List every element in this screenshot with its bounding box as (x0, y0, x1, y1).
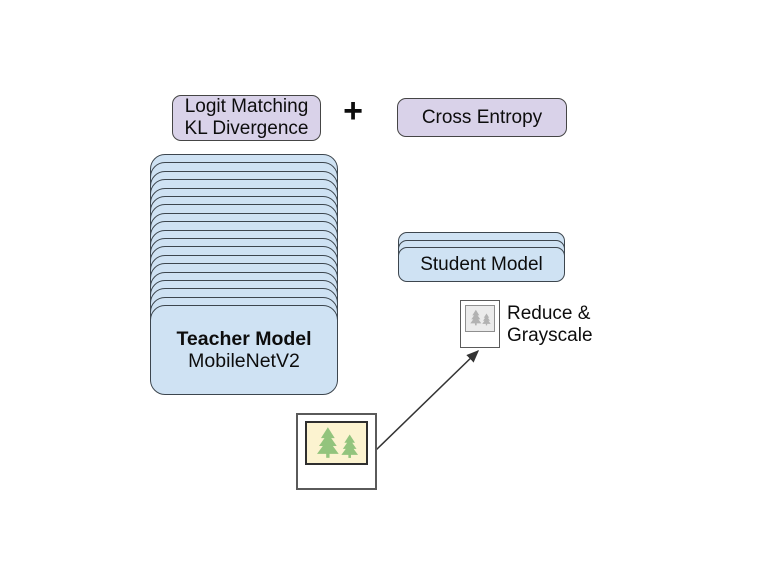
student-model-title: Student Model (420, 253, 543, 275)
logit-matching-label-line2: KL Divergence (184, 118, 309, 139)
teacher-model-card: Teacher Model MobileNetV2 (150, 305, 338, 395)
cross-entropy-label: Cross Entropy (421, 106, 543, 128)
reduce-grayscale-label-line1: Reduce & (507, 303, 591, 324)
student-model-card: Student Model (398, 247, 565, 282)
plus-operator: + (343, 92, 363, 130)
teacher-model-title: Teacher Model (176, 328, 312, 350)
grayscale-trees-photo-icon (464, 304, 495, 332)
input-photo-frame (296, 413, 377, 490)
logit-matching-loss-box: Logit Matching KL Divergence (172, 95, 321, 141)
trees-photo-icon (305, 421, 368, 465)
teacher-model-architecture: MobileNetV2 (188, 350, 300, 372)
reduce-grayscale-label: Reduce & Grayscale (507, 303, 593, 346)
reduce-grayscale-label-line2: Grayscale (507, 324, 593, 346)
grayscale-photo-frame (460, 300, 500, 348)
logit-matching-label-line1: Logit Matching (184, 96, 309, 117)
cross-entropy-loss-box: Cross Entropy (397, 98, 567, 137)
